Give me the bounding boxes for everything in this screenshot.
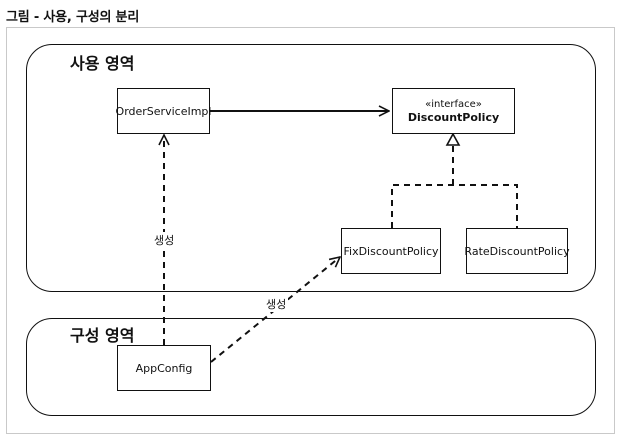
realization-arrowhead: [445, 132, 461, 146]
create-fix-policy-arrow: [210, 257, 340, 363]
rate-discount-policy-node: RateDiscountPolicy: [464, 228, 570, 274]
figure-title: 그림 - 사용, 구성의 분리: [6, 10, 140, 25]
rate-discount-policy-label: RateDiscountPolicy: [464, 244, 570, 258]
config-zone-title: 구성 영역: [70, 326, 135, 345]
discount-policy-stereotype: «interface»: [425, 98, 482, 110]
discount-policy-node: «interface» DiscountPolicy: [392, 88, 515, 134]
usage-zone-title: 사용 영역: [70, 54, 135, 73]
realization-connector: [391, 184, 518, 228]
order-service-impl-label: OrderServiceImpl: [115, 104, 212, 118]
fix-discount-policy-label: FixDiscountPolicy: [343, 244, 439, 258]
app-config-node: AppConfig: [117, 345, 211, 391]
create-fix-policy-label: 생성: [264, 296, 289, 312]
order-service-impl-node: OrderServiceImpl: [115, 88, 212, 134]
discount-policy-label: DiscountPolicy: [407, 110, 500, 124]
create-order-service-label: 생성: [152, 232, 177, 248]
app-config-label: AppConfig: [135, 361, 193, 375]
figure-frame: [6, 27, 615, 434]
fix-discount-policy-node: FixDiscountPolicy: [341, 228, 441, 274]
